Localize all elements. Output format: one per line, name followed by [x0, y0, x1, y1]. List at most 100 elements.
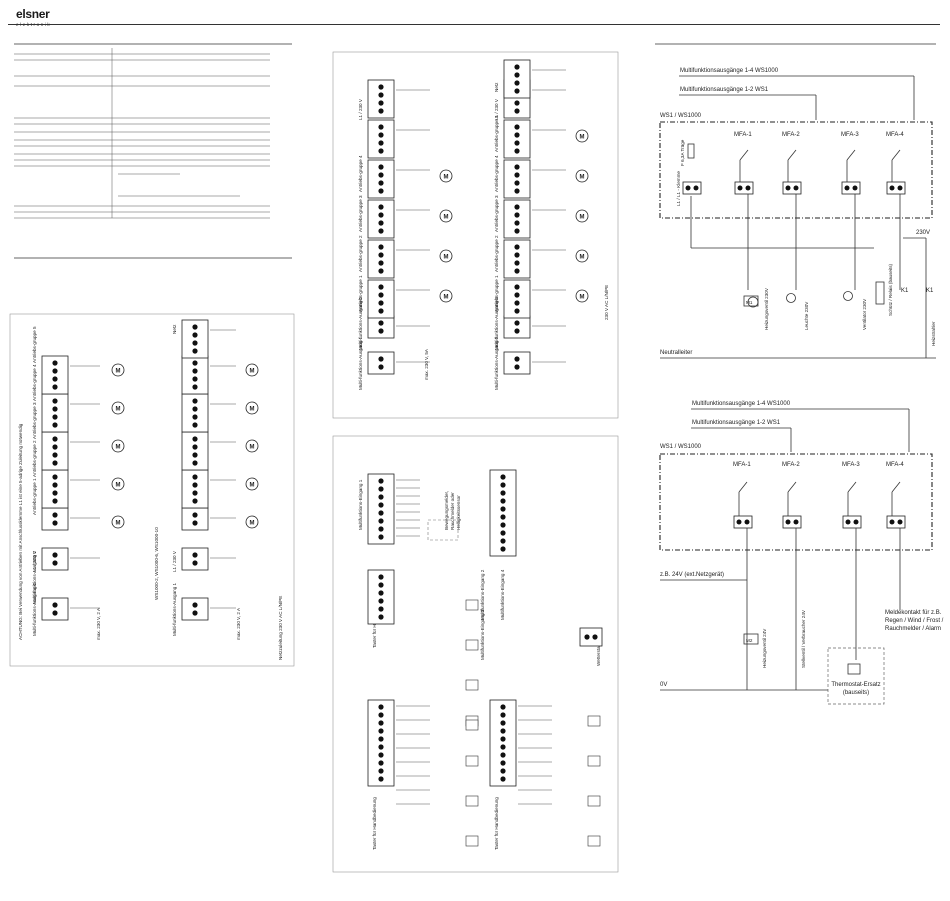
- middle-bottom-terminal-blocks: Multifunktions-Eingang 1Multifunktions-E…: [358, 469, 603, 847]
- rt-lamp-icon: [786, 293, 796, 303]
- svg-text:M: M: [250, 483, 255, 489]
- midb-switch-0-3: [465, 719, 479, 731]
- motion-line-3: Helligkeitssensor: [456, 495, 461, 530]
- left-col1-block-1: [41, 597, 69, 621]
- rb-bus-1-4: Multifunktionsausgänge 1-4 WS1000: [692, 401, 791, 407]
- rb-mfa-label-4: MFA-4: [886, 462, 904, 468]
- rt-k1-label-b: K1: [926, 288, 934, 294]
- mid-power-label-2: L1 / 230 V: [494, 98, 499, 120]
- left-col1-block-4: [41, 469, 69, 509]
- rt-fuse: F 6,3A Träge: [680, 139, 685, 166]
- mid-col1-motor-6: M: [439, 169, 453, 183]
- rt-bus-1-4: Multifunktionsausgänge 1-4 WS1000: [680, 68, 779, 74]
- rt-neutral: Neutralleiter: [660, 350, 692, 356]
- motion-sensor-box: [427, 519, 459, 541]
- left-col2-block-2: [181, 547, 209, 571]
- midb-switch-2-0: [587, 715, 601, 727]
- midb-input-2: Multifunktions-Eingang 2: [480, 569, 485, 620]
- svg-text:M: M: [444, 215, 449, 221]
- rb-valve: Heizungsventil 24V: [762, 628, 767, 668]
- mid-col1-block-3: [367, 279, 395, 319]
- mid-col2-motor-4: M: [575, 249, 589, 263]
- left-power-label-2: L1 / 230 V: [172, 550, 177, 572]
- rb-report-3: Rauchmelder / Alarm: [885, 626, 941, 632]
- right-top-diagram: Multifunktionsausgänge 1-4 WS1000 Multif…: [659, 68, 936, 359]
- left-max-label-1: max. 230 V, 2 A: [96, 607, 101, 640]
- svg-text:M: M: [580, 255, 585, 261]
- left-col2-block-4: [181, 469, 209, 509]
- left-col1-block-3: [41, 507, 69, 531]
- svg-text:M: M: [580, 135, 585, 141]
- motion-line-1: Bewegungsmelder,: [444, 491, 449, 530]
- rt-bus-1-2: Multifunktionsausgänge 1-2 WS1: [680, 87, 769, 93]
- midb-block-1: [367, 473, 395, 545]
- left-col1-block-7: [41, 355, 69, 395]
- midb-input-4: Multifunktions-Eingang 4: [500, 569, 505, 620]
- svg-text:M: M: [580, 215, 585, 221]
- weather-station-label: Wetterstation: [596, 639, 601, 666]
- midb-switch-2-3: [587, 835, 601, 847]
- rb-bus-1-2: Multifunktionsausgänge 1-2 WS1: [692, 420, 781, 426]
- rt-load-4: Heizstrahler: [931, 321, 936, 346]
- rt-mfa-label-3: MFA-3: [841, 132, 859, 138]
- mid-group-b-3: Antriebs-gruppe 3: [494, 195, 499, 232]
- weather-station-box: [579, 627, 603, 647]
- rt-load-3: Ventilator 230V: [862, 298, 867, 330]
- left-warning-text: ACHTUNG: Bei Verwendung von Antrieben mi…: [18, 423, 23, 640]
- rb-thermostat-1: Thermostat-Ersatz: [831, 682, 880, 688]
- buttons-title-2: Taster für Handbedienung: [372, 797, 377, 850]
- rt-ac-label: 230V: [916, 230, 930, 236]
- svg-text:M: M: [116, 407, 121, 413]
- mid-col1-motor-4: M: [439, 249, 453, 263]
- left-col1-block-5: [41, 431, 69, 471]
- svg-text:M: M: [250, 369, 255, 375]
- left-col2-motor-3: M: [245, 515, 259, 529]
- midb-switch-0-0: [465, 599, 479, 611]
- mid-output-2: Multi-funktions-Ausgang 2: [358, 296, 363, 350]
- svg-text:M: M: [580, 295, 585, 301]
- svg-text:M: M: [116, 483, 121, 489]
- left-models-text: WS1000-2, WS1000-6, WS1000-10: [154, 527, 159, 600]
- midb-input-3: Multifunktions-Eingang 3: [480, 609, 485, 660]
- midb-switch-2-1: [587, 755, 601, 767]
- left-mains-note: Netzzuleitung 230 V AC L/N/PE: [278, 596, 283, 660]
- svg-text:M: M: [250, 445, 255, 451]
- mid-col1-block-5: [367, 199, 395, 239]
- mid-col2-motor-3: M: [575, 289, 589, 303]
- mid-col1-block-8: [367, 79, 395, 119]
- left-col2-block-3: [181, 507, 209, 531]
- left-col1-motor-7: M: [111, 363, 125, 377]
- rb-thermostat-box: [827, 647, 885, 705]
- midb-block-3: [367, 699, 395, 787]
- rb-zero: 0V: [660, 682, 667, 688]
- mid-col2-block-9: [503, 59, 531, 99]
- left-col1-motor-5: M: [111, 439, 125, 453]
- mid-col1-block-1: [367, 351, 395, 375]
- mid-col1-motor-3: M: [439, 289, 453, 303]
- svg-text:M: M: [250, 407, 255, 413]
- svg-text:M: M: [444, 255, 449, 261]
- mid-mains-label: Netz: [494, 82, 499, 92]
- rt-fan-icon: [843, 291, 853, 301]
- mid-col1-block-4: [367, 239, 395, 279]
- mid-col2-block-2: [503, 315, 531, 339]
- midb-switch-1-1: [465, 755, 479, 767]
- left-max-label-2: max. 230 V, 2 A: [236, 607, 241, 640]
- left-output-label-2: Multi-funktions-Ausgang 2: [32, 550, 37, 604]
- middle-bottom-panel: Bewegungsmelder, Rauchmelder oder Hellig…: [332, 435, 619, 873]
- left-col1-motor-3: M: [111, 515, 125, 529]
- left-group-label-3: Antriebs-gruppe 3: [32, 402, 37, 439]
- midb-switch-1-3: [465, 835, 479, 847]
- left-output-label-3: Multi-funktions-Ausgang 1: [172, 582, 177, 636]
- svg-text:M: M: [116, 521, 121, 527]
- rt-m1: M1: [746, 300, 753, 305]
- left-col2-motor-6: M: [245, 401, 259, 415]
- rb-thermostat-2: (bauseits): [843, 690, 869, 696]
- left-col2-motor-4: M: [245, 477, 259, 491]
- midb-switch-2-2: [587, 795, 601, 807]
- midb-block-2: [367, 569, 395, 625]
- left-wiring-panel: ACHTUNG: Bei Verwendung von Antrieben mi…: [9, 313, 295, 667]
- rb-report-1: Meldekontakt für z.B.: [885, 610, 942, 616]
